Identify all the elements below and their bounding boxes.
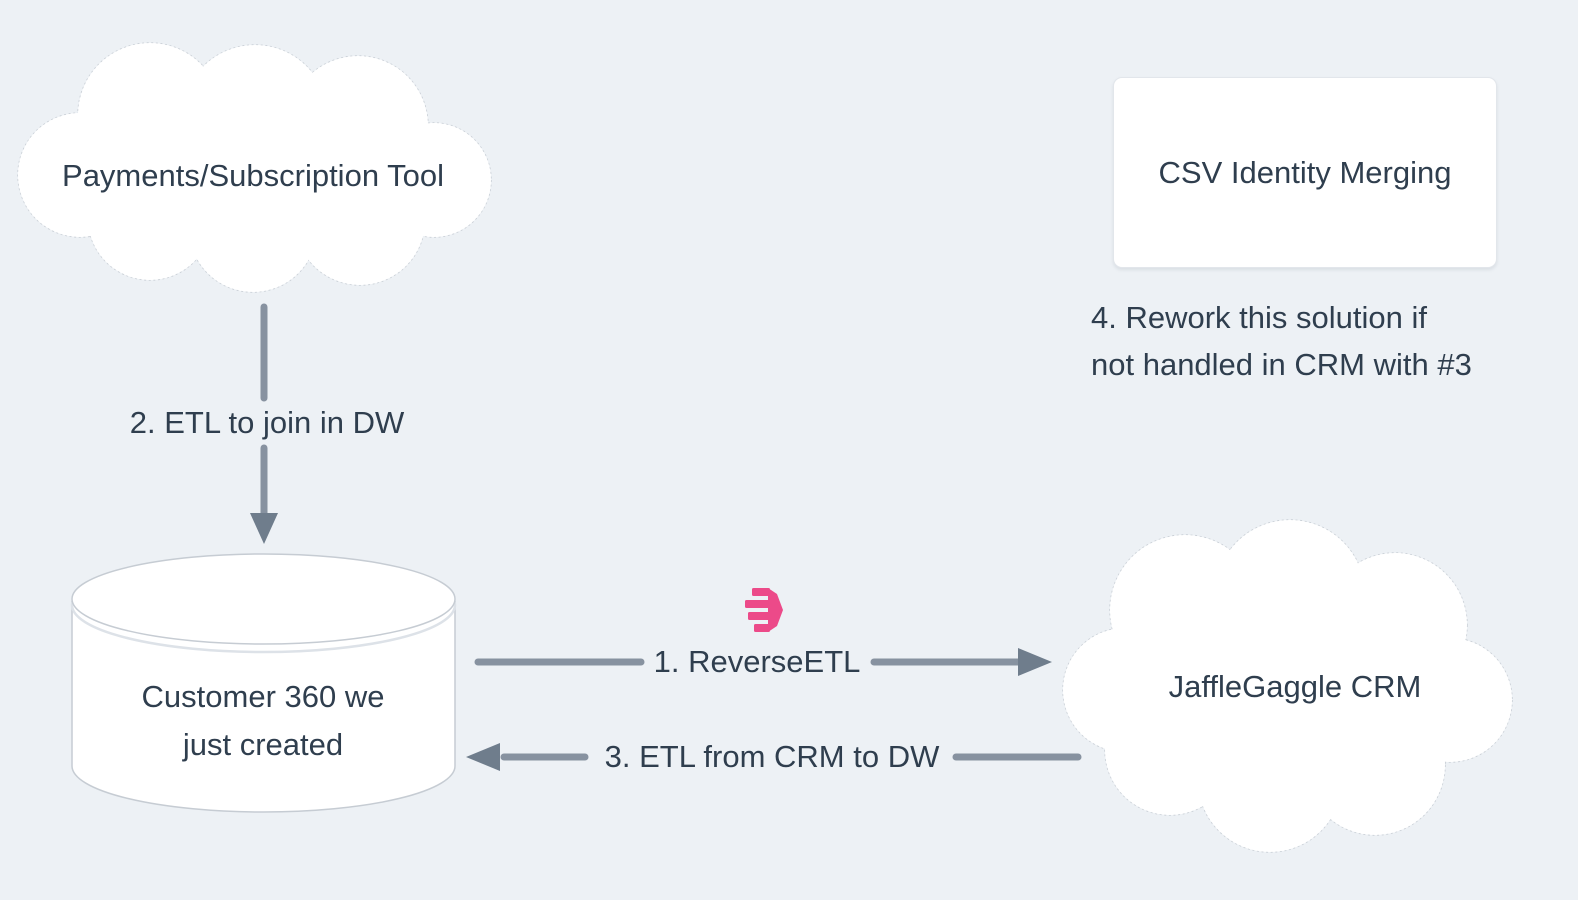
warehouse-cylinder-label: Customer 360 we just created: [142, 673, 385, 769]
payments-cloud-label: Payments/Subscription Tool: [62, 158, 444, 193]
rework-note: 4. Rework this solution if not handled i…: [1091, 294, 1472, 388]
rework-note-line2: not handled in CRM with #3: [1091, 347, 1472, 382]
edge-etl-join-label: 2. ETL to join in DW: [129, 405, 405, 440]
rework-note-line1: 4. Rework this solution if: [1091, 300, 1427, 335]
edge-etl-from-crm-label: 3. ETL from CRM to DW: [604, 739, 940, 774]
warehouse-label-line1: Customer 360 we: [141, 679, 385, 714]
csv-identity-merging-label: CSV Identity Merging: [1158, 154, 1452, 190]
edge-reverse-etl-arrow: [474, 648, 1052, 676]
warehouse-label-line2: just created: [182, 727, 344, 762]
csv-identity-merging-card: CSV Identity Merging: [1113, 77, 1497, 268]
edge-etl-from-crm-arrow: [466, 743, 1082, 771]
warehouse-cylinder-shape: [70, 553, 457, 813]
crm-cloud-label: JaffleGaggle CRM: [1168, 669, 1422, 704]
hightouch-icon: [745, 588, 783, 632]
edge-etl-join-arrow: [250, 303, 278, 544]
edge-reverse-etl-label: 1. ReverseETL: [653, 644, 861, 679]
